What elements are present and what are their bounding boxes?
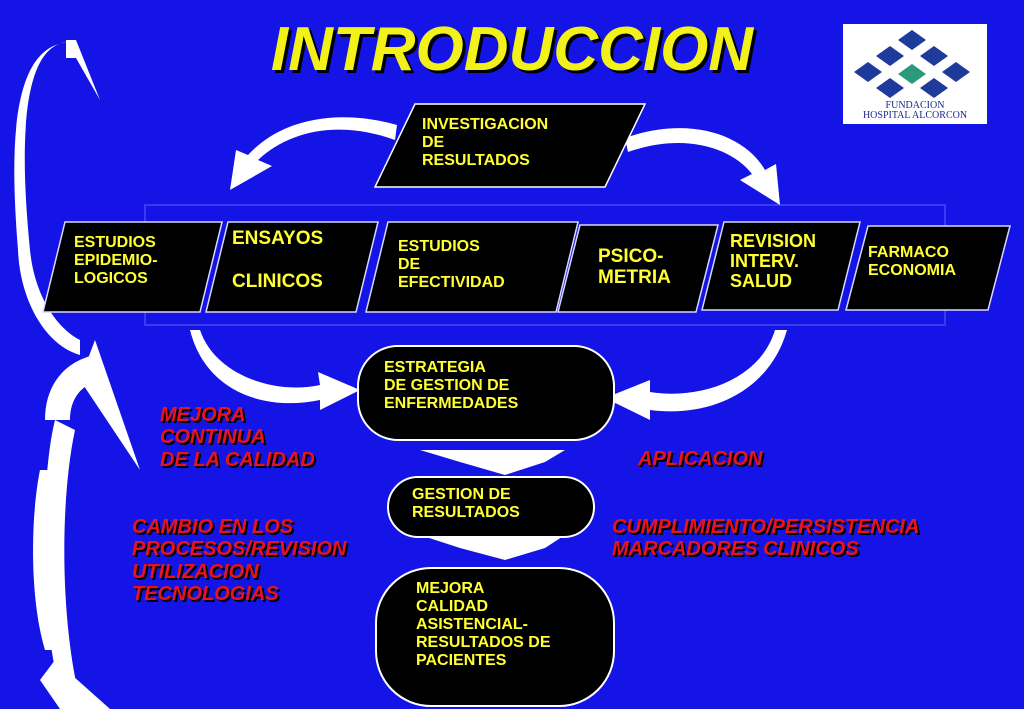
- curved-arrow-bottom-right: [605, 330, 787, 420]
- box-farmaco-shape: [845, 225, 1011, 311]
- box-gestion: GESTION DE RESULTADOS: [412, 486, 520, 521]
- box-epidemiologicos: ESTUDIOS EPIDEMIO- LOGICOS: [74, 234, 158, 287]
- box-revision-shape: [701, 221, 861, 311]
- box-mejora-calidad-shape: [375, 567, 615, 707]
- box-efectividad: ESTUDIOS DE EFECTIVIDAD: [398, 238, 505, 291]
- box-psicometria-shape: [557, 224, 719, 313]
- down-arrow-1: [420, 450, 565, 475]
- box-ensayos-shape: [205, 221, 379, 313]
- curved-arrow-bottom-left: [190, 330, 360, 410]
- label-cumplimiento: CUMPLIMIENTO/PERSISTENCIA MARCADORES CLI…: [612, 516, 920, 561]
- box-farmaco: FARMACO ECONOMIA: [868, 244, 956, 279]
- hospital-logo: [843, 24, 987, 124]
- label-aplicacion: APLICACION: [638, 448, 763, 470]
- box-investigacion-shape: [373, 103, 647, 188]
- box-efectividad-shape: [365, 221, 579, 313]
- page-title: INTRODUCCION: [270, 15, 754, 84]
- logo-caption: FUNDACION HOSPITAL ALCORCON: [862, 100, 968, 121]
- down-arrow-2: [420, 535, 565, 560]
- curved-arrow-top-left: [230, 117, 397, 190]
- box-estrategia: ESTRATEGIA DE GESTION DE ENFERMEDADES: [384, 359, 519, 412]
- box-revision: REVISION INTERV. SALUD: [730, 231, 817, 292]
- box-investigacion: INVESTIGACION DE RESULTADOS: [422, 116, 549, 169]
- feedback-loop-arrow: [14, 0, 140, 709]
- box-estrategia-shape: [357, 345, 615, 441]
- label-cambio: CAMBIO EN LOS PROCESOS/REVISION UTILIZAC…: [132, 516, 347, 606]
- box-ensayos: ENSAYOS CLINICOS: [232, 228, 324, 292]
- label-mejora-continua: MEJORA CONTINUA DE LA CALIDAD: [160, 404, 315, 471]
- box-psicometria: PSICO- METRIA: [598, 246, 671, 289]
- box-mejora-calidad: MEJORA CALIDAD ASISTENCIAL- RESULTADOS D…: [416, 580, 551, 669]
- box-gestion-shape: [387, 476, 595, 538]
- box-epidemiologicos-shape: [42, 221, 223, 313]
- curved-arrow-top-right: [625, 128, 780, 205]
